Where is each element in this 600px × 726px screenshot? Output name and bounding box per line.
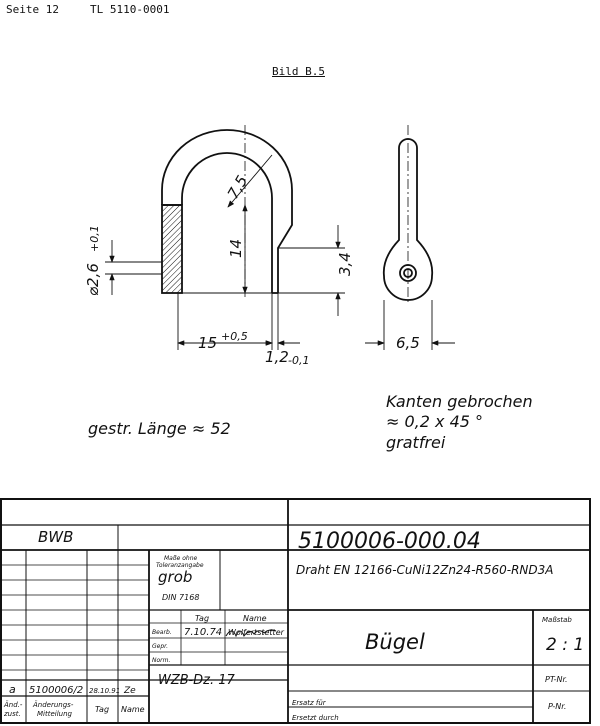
note-edges-line3: gratfrei bbox=[386, 433, 446, 452]
tolerance-label-1: Maße ohne bbox=[164, 555, 198, 562]
bearb-date: 7.10.74 bbox=[184, 627, 222, 638]
col-tag: Tag bbox=[195, 614, 209, 623]
replaced-by-label: Ersetzt durch bbox=[292, 714, 339, 722]
reference-drawing: WZB-Dz. 17 bbox=[158, 673, 236, 688]
document-code: TL 5110-0001 bbox=[90, 3, 170, 16]
signature-mark bbox=[225, 629, 277, 638]
figure-title: Bild B.5 bbox=[272, 65, 325, 78]
pt-no-label: PT-Nr. bbox=[545, 675, 568, 684]
bracket-front-view bbox=[161, 129, 293, 294]
dim-radius: 7,5 bbox=[224, 172, 252, 202]
dim-length-tol: +0,5 bbox=[221, 330, 248, 343]
dim-length: 15 bbox=[198, 334, 217, 352]
rev-header-change-1: Änderungs- bbox=[32, 700, 74, 709]
row-gepr: Gepr. bbox=[152, 643, 168, 650]
dim-diameter: ⌀2,6 bbox=[84, 263, 102, 296]
dim-wire: 1,2 bbox=[265, 348, 289, 366]
p-no-label: P-Nr. bbox=[548, 702, 566, 711]
tolerance-standard: DIN 7168 bbox=[162, 593, 199, 602]
bracket-side-view bbox=[382, 138, 434, 301]
row-bearb: Bearb. bbox=[152, 629, 172, 636]
scale-label: Maßstab bbox=[542, 616, 572, 624]
title-block: BWB 5100006-000.04 Maße ohne Toleranzang… bbox=[0, 498, 591, 724]
rev-name: Ze bbox=[123, 686, 136, 696]
rev-header-index-2: zust. bbox=[3, 710, 21, 718]
rev-header-change-2: Mitteilung bbox=[37, 710, 73, 718]
technical-drawing: 7,5 14 ⌀2,6 +0,1 3,4 15 +0,5 1,2 -0,1 6,… bbox=[84, 125, 533, 452]
part-name: Bügel bbox=[365, 630, 425, 654]
bearb-name: Wolfertstetter bbox=[228, 628, 285, 637]
replaces-label: Ersatz für bbox=[292, 699, 327, 707]
tolerance-value: grob bbox=[158, 568, 192, 586]
note-edges-line1: Kanten gebrochen bbox=[386, 392, 533, 411]
dim-diameter-tol: +0,1 bbox=[88, 225, 101, 252]
rev-index: a bbox=[9, 683, 16, 696]
rev-date: 28.10.91 bbox=[89, 687, 120, 695]
org-name: BWB bbox=[38, 528, 73, 546]
tolerance-label-2: Toleranzangabe bbox=[156, 562, 204, 569]
note-stretched-length: gestr. Länge ≈ 52 bbox=[88, 419, 231, 438]
rev-header-tag: Tag bbox=[95, 705, 109, 714]
row-norm: Norm. bbox=[152, 657, 170, 664]
rev-header-index-1: Änd.- bbox=[3, 700, 23, 709]
drawing-number: 5100006-000.04 bbox=[298, 529, 481, 554]
dim-side-width: 6,5 bbox=[396, 334, 420, 352]
rev-header-name: Name bbox=[121, 705, 145, 714]
rev-change-no: 5100006/2 bbox=[29, 685, 83, 696]
page-number: Seite 12 bbox=[6, 3, 59, 16]
dim-height: 14 bbox=[227, 239, 245, 258]
scale-value: 2 : 1 bbox=[546, 635, 584, 655]
dim-eye-height: 3,4 bbox=[336, 252, 354, 276]
col-name: Name bbox=[243, 614, 267, 623]
dim-wire-tol: -0,1 bbox=[288, 354, 309, 367]
material-spec: Draht EN 12166-CuNi12Zn24-R560-RND3A bbox=[296, 563, 554, 577]
note-edges-line2: ≈ 0,2 x 45 ° bbox=[386, 412, 483, 431]
